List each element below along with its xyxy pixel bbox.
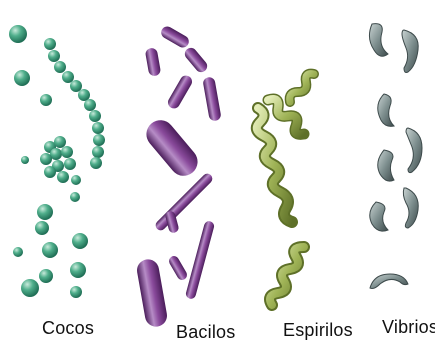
coccus-cell bbox=[13, 247, 23, 257]
coccus-cell bbox=[14, 70, 30, 86]
espirilos-label: Espirilos bbox=[283, 320, 353, 341]
coccus-cell bbox=[42, 242, 58, 258]
vibrios-group bbox=[369, 24, 422, 289]
spirillum-cell bbox=[290, 74, 314, 102]
vibrio-cell bbox=[370, 274, 408, 289]
spirillum-cell bbox=[270, 247, 304, 305]
coccus-cell bbox=[70, 262, 86, 278]
bacillus-cell bbox=[135, 258, 168, 329]
cocos-label: Cocos bbox=[42, 318, 94, 339]
bacillus-cell bbox=[141, 114, 204, 181]
vibrio-cell bbox=[403, 188, 418, 228]
cocos-group bbox=[9, 25, 105, 298]
bacillus-cell bbox=[182, 45, 209, 74]
coccus-cell bbox=[40, 94, 52, 106]
vibrio-cell bbox=[402, 30, 418, 73]
vibrios-label: Vibrios bbox=[382, 317, 435, 338]
bacillus-cell bbox=[159, 24, 191, 49]
coccus-cell bbox=[39, 269, 53, 283]
coccus-cell bbox=[70, 286, 82, 298]
vibrio-cell bbox=[378, 94, 394, 126]
coccus-cell bbox=[70, 192, 80, 202]
vibrio-cell bbox=[369, 24, 388, 57]
coccus-cell bbox=[72, 233, 88, 249]
coccus-cell bbox=[9, 25, 27, 43]
spirillum-cell bbox=[257, 108, 292, 222]
bacillus-cell bbox=[185, 220, 215, 300]
bacillus-cell bbox=[202, 76, 221, 121]
coccus-cell bbox=[21, 279, 39, 297]
bacilos-group bbox=[135, 24, 221, 328]
vibrio-cell bbox=[378, 150, 394, 181]
bacilos-label: Bacilos bbox=[176, 322, 235, 343]
espirilos-group bbox=[257, 74, 314, 305]
bacillus-cell bbox=[167, 254, 189, 282]
coccus-cell bbox=[35, 221, 49, 235]
coccus-cell bbox=[37, 204, 53, 220]
bacillus-cell bbox=[145, 47, 162, 77]
vibrio-cell bbox=[406, 128, 422, 173]
bacillus-cell bbox=[166, 73, 194, 110]
vibrio-cell bbox=[370, 202, 388, 231]
coccus-cell bbox=[21, 156, 29, 164]
coccus-cluster bbox=[40, 136, 81, 185]
